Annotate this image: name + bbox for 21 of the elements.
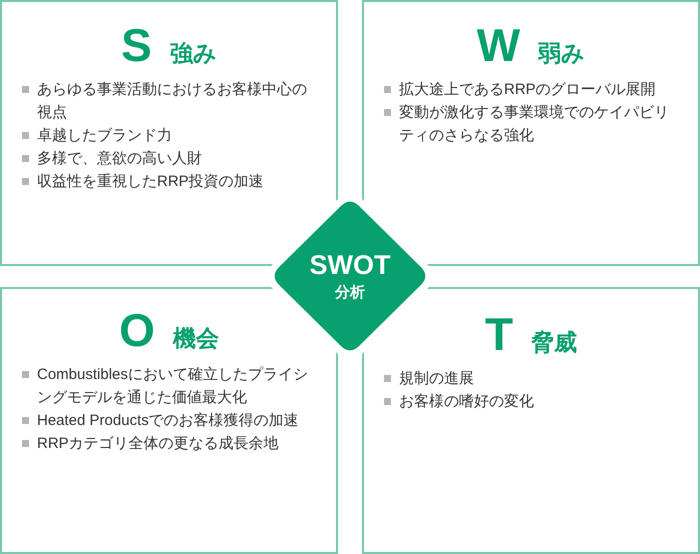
heading-letter: S [121, 22, 152, 68]
list-item-text: RRPカテゴリ全体の更なる成長余地 [37, 434, 279, 454]
diamond-title: SWOT [310, 251, 390, 279]
heading-text: 強み [170, 39, 217, 68]
list-item-text: 卓越したブランド力 [37, 126, 172, 146]
heading-letter: O [119, 307, 155, 353]
list-item-text: 変動が激化する事業環境でのケイパビリティのさらなる強化 [399, 103, 670, 146]
list-item-text: Combustiblesにおいて確立したプライシングモデルを通じた価値最大化 [37, 365, 309, 408]
heading-text: 脅威 [531, 328, 578, 357]
list-item-text: 多様で、意欲の高い人財 [37, 149, 202, 169]
list-item-text: お客様の嗜好の変化 [399, 392, 534, 412]
heading-text: 機会 [172, 324, 219, 353]
list-item-text: 拡大途上であるRRPのグローバル展開 [399, 80, 656, 100]
heading-letter: W [476, 22, 520, 68]
list-item-text: 規制の進展 [399, 369, 474, 389]
list-item-text: あらゆる事業活動におけるお客様中心の視点 [37, 80, 308, 123]
heading-letter: T [484, 311, 514, 357]
diamond-subtitle: 分析 [335, 284, 365, 301]
list-item-text: 収益性を重視したRRP投資の加速 [37, 172, 264, 192]
list-item-text: Heated Productsでのお客様獲得の加速 [37, 411, 299, 431]
heading-text: 弱み [538, 39, 586, 68]
